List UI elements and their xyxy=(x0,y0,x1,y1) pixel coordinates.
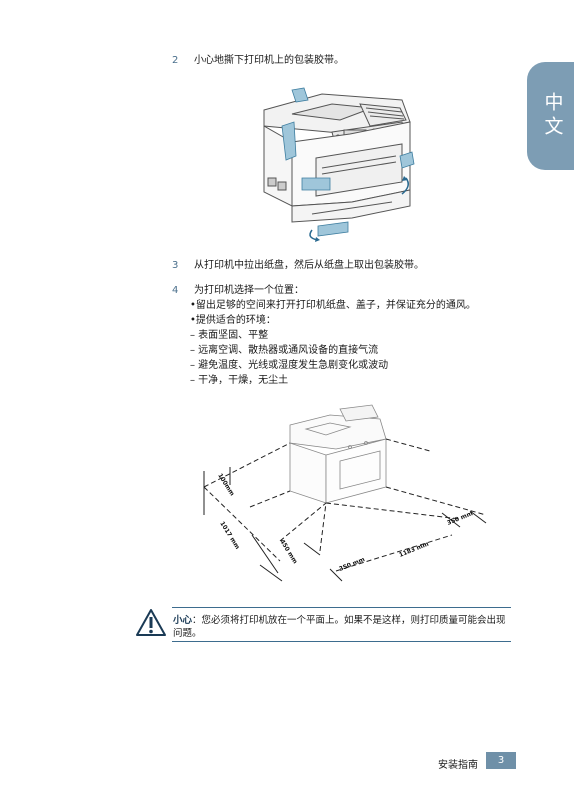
step-text: 为打印机选择一个位置： xyxy=(194,285,304,296)
space-requirement: •留出足够的空间来打开打印机纸盘、盖子，并保证充分的通风。 xyxy=(190,300,476,311)
condition-item: – 远离空调、散热器或通风设备的直接气流 xyxy=(190,345,379,356)
clearance-diagram: 100mm 1017 mm 450 mm 350 mm 1183 mm 350 … xyxy=(203,404,487,582)
caution-bottom-rule xyxy=(172,641,511,642)
warning-icon xyxy=(136,609,166,636)
width-clearance-label: 1183 mm xyxy=(398,541,430,559)
front-clearance-label: 450 mm xyxy=(278,538,298,565)
condition-item: – 避免温度、光线或湿度发生急剧变化或波动 xyxy=(190,360,389,371)
step-3: 3 从打印机中拉出纸盘，然后从纸盘上取出包装胶带。 xyxy=(172,258,502,274)
caution-body: ：您必须将打印机放在一个平面上。如果不是这样，则打印质量可能会出现问题。 xyxy=(173,615,506,639)
caution-top-rule xyxy=(172,607,511,608)
back-clearance-label: 350 mm xyxy=(338,556,366,573)
condition-item: – 干净，干燥，无尘土 xyxy=(190,375,289,386)
page-number: 3 xyxy=(486,752,516,769)
step-text: 小心地撕下打印机上的包装胶带。 xyxy=(194,55,344,66)
caution-label: 小心 xyxy=(173,615,193,626)
step-number: 3 xyxy=(172,260,179,271)
left-clearance-label: 1017 mm xyxy=(218,520,241,550)
step-4: 4 为打印机选择一个位置： xyxy=(172,283,502,299)
step-number: 4 xyxy=(172,285,179,296)
caution-note: 小心：您必须将打印机放在一个平面上。如果不是这样，则打印质量可能会出现问题。 xyxy=(173,614,510,640)
footer-section: 安装指南 xyxy=(438,760,478,771)
language-tab[interactable]: 中文 xyxy=(527,62,574,170)
right-clearance-label: 350 mm xyxy=(446,510,474,527)
step-2: 2 小心地撕下打印机上的包装胶带。 xyxy=(172,53,502,69)
step-text: 从打印机中拉出纸盘，然后从纸盘上取出包装胶带。 xyxy=(194,260,424,271)
condition-item: – 表面坚固、平整 xyxy=(190,330,269,341)
step-number: 2 xyxy=(172,55,179,66)
printer-tape-illustration xyxy=(263,87,415,242)
environment-intro: •提供适合的环境： xyxy=(190,315,276,326)
